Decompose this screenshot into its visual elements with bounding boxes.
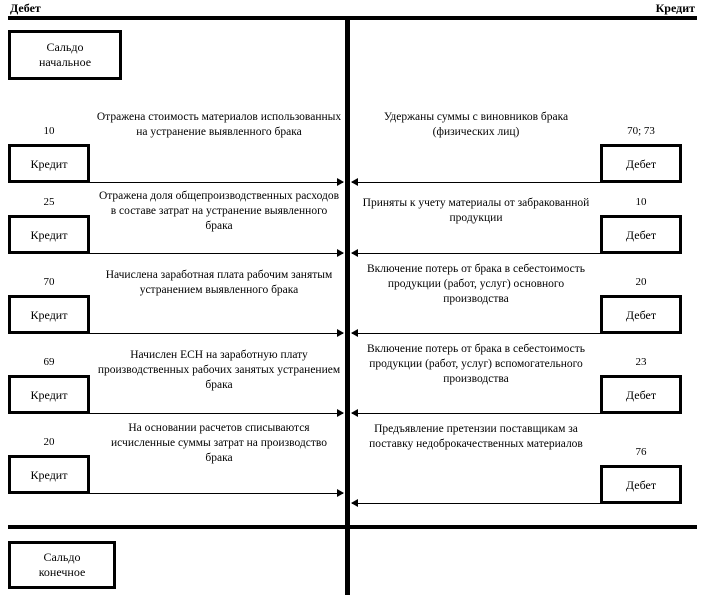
- debit-connector-5: [90, 493, 343, 494]
- debit-account-box-2: Кредит: [8, 215, 90, 254]
- debit-arrow-1: [337, 178, 344, 186]
- credit-arrow-1: [351, 178, 358, 186]
- debit-account-number-3: 70: [43, 276, 55, 288]
- credit-connector-4: [352, 413, 602, 414]
- credit-description-1: Удержаны суммы с виновников брака (физич…: [383, 111, 569, 138]
- opening-balance-box: Сальдо начальное: [8, 30, 122, 80]
- credit-connector-2: [352, 253, 602, 254]
- closing-balance-box: Сальдо конечное: [8, 541, 116, 589]
- closing-balance-line1: Сальдо: [43, 550, 81, 564]
- credit-description-4: Включение потерь от брака в себестоимост…: [367, 343, 585, 385]
- debit-account-box-4: Кредит: [8, 375, 90, 414]
- credit-description-2: Приняты к учету материалы от забракованн…: [362, 197, 590, 224]
- credit-column-header: Кредит: [655, 1, 695, 15]
- credit-arrow-3: [351, 329, 358, 337]
- debit-bottom-rule: [8, 525, 349, 529]
- debit-account-number-1: 10: [43, 125, 55, 137]
- debit-description-5: На основании расчетов списываются исчисл…: [111, 422, 327, 464]
- credit-account-box-5: Дебет: [600, 465, 682, 504]
- debit-column-header: Дебет: [10, 1, 41, 15]
- credit-connector-1: [352, 182, 602, 183]
- credit-account-box-3: Дебет: [600, 295, 682, 334]
- closing-balance-line2: конечное: [38, 565, 86, 579]
- debit-account-box-1: Кредит: [8, 144, 90, 183]
- debit-arrow-2: [337, 249, 344, 257]
- debit-account-number-4: 69: [43, 356, 55, 368]
- credit-bottom-rule: [349, 525, 697, 529]
- debit-account-number-5: 20: [43, 436, 55, 448]
- credit-account-number-2: 10: [635, 196, 647, 208]
- debit-description-2: Отражена доля общепроизводственных расхо…: [98, 190, 340, 232]
- center-divider: [345, 16, 350, 595]
- debit-connector-1: [90, 182, 343, 183]
- debit-arrow-4: [337, 409, 344, 417]
- debit-arrow-3: [337, 329, 344, 337]
- credit-connector-3: [352, 333, 602, 334]
- debit-description-1: Отражена стоимость материалов использова…: [96, 111, 342, 138]
- credit-description-3: Включение потерь от брака в себестоимост…: [367, 263, 585, 305]
- opening-balance-line1: Сальдо: [46, 40, 84, 54]
- credit-account-box-1: Дебет: [600, 144, 682, 183]
- opening-balance-line2: начальное: [38, 55, 92, 69]
- credit-description-5: Предъявление претензии поставщикам за по…: [369, 423, 583, 450]
- debit-connector-4: [90, 413, 343, 414]
- debit-description-3: Начислена заработная плата рабочим занят…: [105, 269, 333, 296]
- credit-connector-5: [352, 503, 602, 504]
- credit-account-number-1: 70; 73: [627, 125, 655, 137]
- credit-account-number-5: 76: [635, 446, 647, 458]
- credit-account-box-4: Дебет: [600, 375, 682, 414]
- debit-connector-3: [90, 333, 343, 334]
- credit-arrow-2: [351, 249, 358, 257]
- debit-header-rule: [8, 16, 349, 20]
- debit-account-box-3: Кредит: [8, 295, 90, 334]
- debit-connector-2: [90, 253, 343, 254]
- credit-header-rule: [349, 16, 697, 20]
- debit-account-number-2: 25: [43, 196, 55, 208]
- debit-arrow-5: [337, 489, 344, 497]
- debit-account-box-5: Кредит: [8, 455, 90, 494]
- credit-account-box-2: Дебет: [600, 215, 682, 254]
- credit-arrow-4: [351, 409, 358, 417]
- credit-account-number-4: 23: [635, 356, 647, 368]
- credit-arrow-5: [351, 499, 358, 507]
- debit-description-4: Начислен ЕСН на заработную плату произво…: [97, 349, 341, 391]
- credit-account-number-3: 20: [635, 276, 647, 288]
